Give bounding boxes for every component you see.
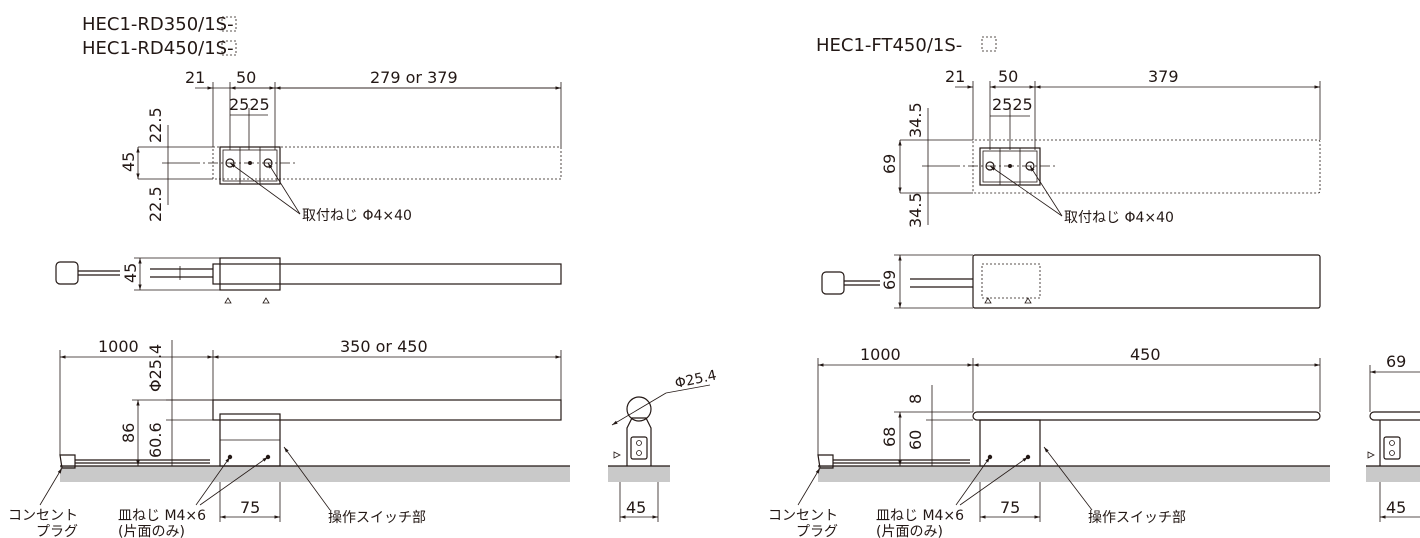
- dim-length: 279 or 379: [370, 68, 458, 87]
- dim-end-dia: Φ25.4: [674, 367, 719, 391]
- hidden-bracket: [981, 263, 1041, 299]
- dim-60-6: 60.6: [146, 422, 165, 458]
- side-bracket: [219, 257, 281, 291]
- dim-end-45: 45: [1386, 498, 1406, 517]
- label-switch-unit: 操作スイッチ部: [1088, 510, 1186, 526]
- mount-screw-callout: 取付ねじ Φ4×40: [302, 208, 412, 224]
- variant-box-icon: [981, 36, 997, 52]
- floor: [608, 466, 670, 482]
- dim-68: 68: [880, 427, 899, 447]
- plug-body: [55, 261, 79, 285]
- dim-2525: 2525: [992, 95, 1033, 114]
- label-flat-screw: 皿ねじ M4×6: [118, 508, 206, 524]
- dim-side-45: 45: [121, 263, 140, 283]
- dim-1000: 1000: [98, 337, 139, 356]
- right-front-view: 1000 450 8 68 60 75 コンセント プラグ 皿ねじ M4×6 (…: [768, 345, 1330, 538]
- mount-screw-callout: 取付ねじ Φ4×40: [1064, 210, 1174, 226]
- floor: [1366, 466, 1420, 482]
- side-bar: [212, 263, 562, 285]
- left-front-view: 1000 350 or 450 Φ25.4 86 60.6 75 コンセント プ…: [8, 337, 570, 538]
- dim-45: 45: [119, 152, 138, 172]
- label-switch-unit: 操作スイッチ部: [328, 510, 426, 526]
- left-title-1: HEC1-RD350/1S-: [82, 14, 234, 35]
- end-base: [626, 417, 652, 466]
- dim-60: 60: [906, 430, 925, 450]
- dim-75: 75: [240, 498, 260, 517]
- floor: [818, 466, 1330, 482]
- front-bar: [212, 399, 562, 421]
- dim-21: 21: [945, 67, 965, 86]
- right-top-view: 21 50 379 2525 34.5 69 34.5 取付ねじ Φ4×40: [880, 67, 1321, 228]
- dim-22-5-top: 22.5: [146, 107, 165, 143]
- variant-box-icon: [221, 16, 237, 32]
- dim-34-5-top: 34.5: [906, 102, 925, 138]
- label-one-side-only: (片面のみ): [876, 524, 943, 538]
- left-title-2: HEC1-RD450/1S-: [82, 38, 234, 59]
- plug-icon: [817, 454, 834, 469]
- right-title: HEC1-FT450/1S-: [816, 35, 962, 56]
- dim-end-45: 45: [626, 498, 646, 517]
- dim-50: 50: [236, 68, 256, 87]
- left-model: HEC1-RD350/1S- HEC1-RD450/1S- 21 50: [8, 14, 718, 538]
- front-bar: [972, 411, 1321, 421]
- dim-22-5-bottom: 22.5: [146, 186, 165, 222]
- side-bar: [972, 254, 1321, 309]
- plug-body: [821, 271, 845, 295]
- dim-side-69: 69: [880, 270, 899, 290]
- plug-icon: [59, 454, 76, 469]
- socket-icon: [630, 436, 648, 460]
- bracket-plate: [219, 146, 281, 185]
- end-bar: [1369, 411, 1420, 421]
- dim-379: 379: [1148, 67, 1179, 86]
- dim-pipe-dia: Φ25.4: [146, 344, 165, 392]
- dim-21: 21: [185, 68, 205, 87]
- pipe-section: [626, 396, 652, 422]
- dim-50: 50: [998, 67, 1018, 86]
- bar-outline-hidden: [972, 139, 1321, 194]
- dim-end-69: 69: [1386, 352, 1406, 371]
- variant-box-icon: [221, 40, 237, 56]
- dim-8: 8: [906, 394, 925, 404]
- front-base: [979, 419, 1041, 467]
- dim-450: 450: [1130, 345, 1161, 364]
- left-top-view: 21 50 279 or 379 2525 22.5 45 22.5 取付ねじ …: [119, 68, 562, 224]
- right-model: HEC1-FT450/1S- 21 50 379 2525: [768, 35, 1420, 538]
- label-plug: プラグ: [36, 524, 78, 538]
- right-side-view: 69: [821, 254, 1321, 309]
- label-outlet: コンセント: [8, 508, 78, 524]
- dim-86: 86: [119, 423, 138, 443]
- right-end-view: 69 45: [1366, 352, 1420, 522]
- dim-34-5-bottom: 34.5: [906, 192, 925, 228]
- socket-icon: [1383, 436, 1401, 460]
- floor: [60, 466, 570, 482]
- left-side-view: 45: [55, 257, 562, 304]
- label-outlet: コンセント: [768, 508, 838, 524]
- label-one-side-only: (片面のみ): [118, 524, 185, 538]
- bracket-inner: [222, 149, 278, 182]
- label-flat-screw: 皿ねじ M4×6: [876, 508, 964, 524]
- dim-front-length: 350 or 450: [340, 337, 428, 356]
- dim-69: 69: [880, 154, 899, 174]
- label-plug: プラグ: [796, 524, 838, 538]
- left-end-view: Φ25.4 45: [608, 367, 718, 522]
- dim-75: 75: [1000, 498, 1020, 517]
- dim-1000: 1000: [860, 345, 901, 364]
- dim-2525: 2525: [229, 95, 270, 114]
